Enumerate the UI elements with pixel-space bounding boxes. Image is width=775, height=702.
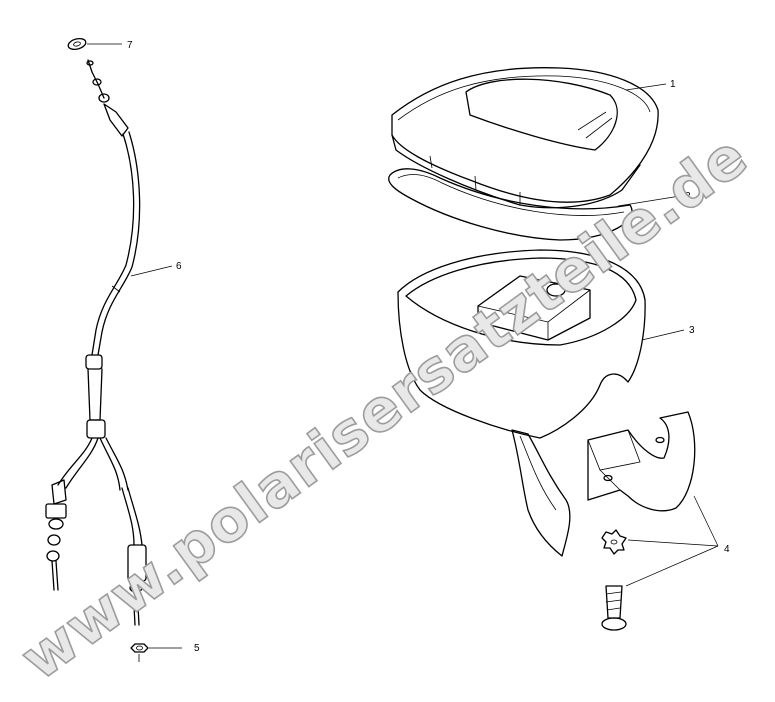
callout-1: 1 [670, 79, 676, 90]
callout-labels: 7 1 2 3 4 5 6 [127, 40, 730, 654]
part-2-gasket [388, 168, 633, 241]
callout-4: 4 [724, 544, 730, 555]
part-5-nut [130, 643, 149, 662]
callout-3: 3 [689, 325, 695, 336]
part-7-washer [67, 37, 87, 51]
leader-lines [87, 43, 719, 649]
part-1-cover [391, 67, 659, 209]
callout-6: 6 [176, 261, 182, 272]
callout-5: 5 [194, 643, 200, 654]
watermark-text: www.polarisersatzteile.de [8, 121, 760, 693]
part-3-housing [397, 249, 646, 557]
callout-2: 2 [685, 191, 691, 202]
callout-7: 7 [127, 40, 133, 51]
part-4-clamp-hardware [587, 411, 696, 631]
part-6-throttle-cable [45, 59, 147, 626]
